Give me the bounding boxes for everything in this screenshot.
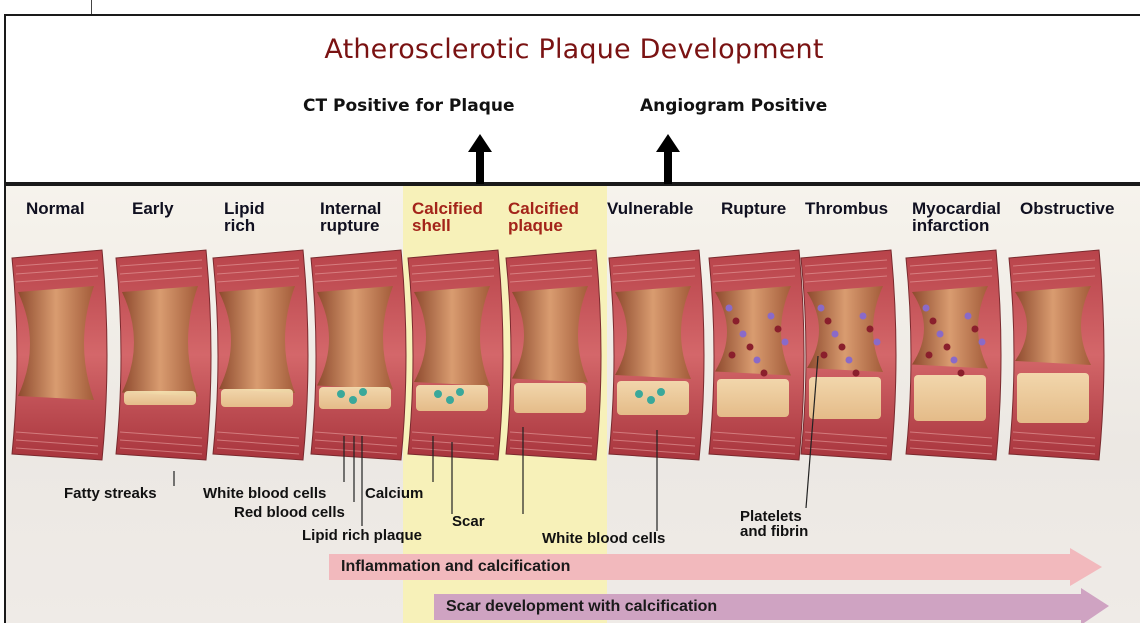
thrombus-dot bbox=[979, 339, 986, 346]
thrombus-dot bbox=[782, 339, 789, 346]
thrombus-dot bbox=[867, 326, 874, 333]
vessel-segment bbox=[906, 250, 1001, 460]
thrombus-dot bbox=[740, 331, 747, 338]
band-arrowhead-2 bbox=[1081, 588, 1121, 623]
cell-dot bbox=[359, 388, 367, 396]
thrombus-dot bbox=[951, 357, 958, 364]
vessel-segment bbox=[311, 250, 406, 460]
vessel-segment bbox=[408, 250, 503, 460]
cell-dot bbox=[635, 390, 643, 398]
vessel-segment bbox=[12, 250, 107, 460]
annotation-platelets-fibrin: Platelets and fibrin bbox=[740, 509, 808, 539]
vessel-segment bbox=[213, 250, 308, 460]
thrombus-dot bbox=[944, 344, 951, 351]
annotation-scar: Scar bbox=[452, 514, 485, 529]
vessel-segment bbox=[801, 250, 896, 460]
thrombus-dot bbox=[860, 313, 867, 320]
thrombus-dot bbox=[729, 352, 736, 359]
thrombus-dot bbox=[874, 339, 881, 346]
vessel-segment bbox=[709, 250, 804, 460]
band-arrowhead-1 bbox=[1070, 548, 1110, 586]
thrombus-dot bbox=[846, 357, 853, 364]
annotation-red-blood-cells: Red blood cells bbox=[234, 505, 345, 520]
thrombus-dot bbox=[937, 331, 944, 338]
ct-arrow-up-icon bbox=[468, 134, 492, 186]
angiogram-arrow-up-icon bbox=[656, 134, 680, 186]
thrombus-dot bbox=[930, 318, 937, 325]
cell-dot bbox=[647, 396, 655, 404]
annotation-lipid-rich-plaque: Lipid rich plaque bbox=[302, 528, 422, 543]
annotation-fatty-streaks: Fatty streaks bbox=[64, 486, 157, 501]
thrombus-dot bbox=[965, 313, 972, 320]
vessel-segment bbox=[116, 250, 211, 460]
thrombus-dot bbox=[754, 357, 761, 364]
page-edge-tick bbox=[91, 0, 92, 14]
vessel-segment bbox=[506, 250, 601, 460]
thrombus-dot bbox=[768, 313, 775, 320]
thrombus-dot bbox=[775, 326, 782, 333]
thrombus-dot bbox=[747, 344, 754, 351]
header-panel: Atherosclerotic Plaque Development CT Po… bbox=[4, 14, 1140, 184]
thrombus-dot bbox=[733, 318, 740, 325]
band-inflammation-calcification: Inflammation and calcification bbox=[329, 554, 1071, 580]
thrombus-dot bbox=[972, 326, 979, 333]
thrombus-dot bbox=[853, 370, 860, 377]
thrombus-dot bbox=[832, 331, 839, 338]
vessel-segment bbox=[1009, 250, 1104, 460]
angiogram-positive-label: Angiogram Positive bbox=[640, 96, 827, 116]
ct-positive-label: CT Positive for Plaque bbox=[303, 96, 515, 116]
annotation-white-blood-cells: White blood cells bbox=[203, 486, 326, 501]
cell-dot bbox=[446, 396, 454, 404]
annotation-white-blood-cells-2: White blood cells bbox=[542, 531, 665, 546]
cell-dot bbox=[349, 396, 357, 404]
annotation-calcium: Calcium bbox=[365, 486, 423, 501]
vessel-segment bbox=[609, 250, 704, 460]
cell-dot bbox=[657, 388, 665, 396]
thrombus-dot bbox=[825, 318, 832, 325]
thrombus-dot bbox=[958, 370, 965, 377]
thrombus-dot bbox=[839, 344, 846, 351]
thrombus-dot bbox=[726, 305, 733, 312]
cell-dot bbox=[456, 388, 464, 396]
thrombus-dot bbox=[923, 305, 930, 312]
thrombus-dot bbox=[818, 305, 825, 312]
thrombus-dot bbox=[821, 352, 828, 359]
cell-dot bbox=[434, 390, 442, 398]
band-scar-development: Scar development with calcification bbox=[434, 594, 1082, 620]
thrombus-dot bbox=[761, 370, 768, 377]
diagram-title: Atherosclerotic Plaque Development bbox=[6, 34, 1140, 65]
thrombus-dot bbox=[926, 352, 933, 359]
cell-dot bbox=[337, 390, 345, 398]
vessel-diagram-panel: Normal Early Lipid rich Internal rupture… bbox=[4, 184, 1140, 623]
